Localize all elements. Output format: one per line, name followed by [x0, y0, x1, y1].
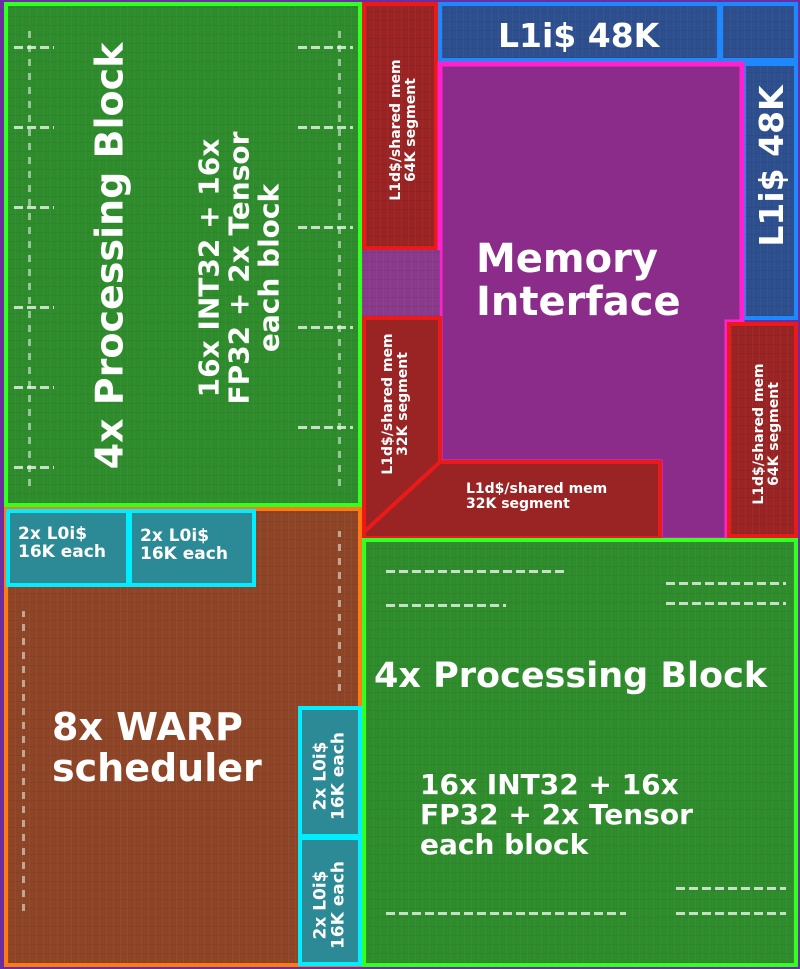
- texture-dash: [14, 206, 54, 209]
- l0i-label: 2x L0i$ 16K each: [310, 732, 349, 820]
- texture-dash: [14, 306, 54, 309]
- processing-block-right: 4x Processing Block 16x INT32 + 16x FP32…: [362, 538, 798, 967]
- processing-block-detail: 16x INT32 + 16x FP32 + 2x Tensor each bl…: [192, 131, 287, 405]
- l1d-label: L1d$/shared mem 32K segment: [379, 333, 411, 475]
- die-texture: [8, 6, 358, 503]
- l0i-cache-b: 2x L0i$ 16K each: [128, 509, 256, 587]
- texture-dash: [386, 604, 506, 607]
- l1d-shared-mem-64k-left: L1d$/shared mem 64K segment: [362, 2, 438, 250]
- l0i-label: 2x L0i$ 16K each: [18, 524, 106, 563]
- texture-dash: [14, 386, 54, 389]
- die-texture: [442, 6, 717, 58]
- texture-dash: [666, 602, 786, 605]
- die-texture: [366, 542, 794, 963]
- die-texture: [746, 66, 794, 316]
- texture-dash: [676, 887, 786, 890]
- l0i-label: 2x L0i$ 16K each: [140, 526, 228, 565]
- texture-dash: [298, 46, 353, 49]
- texture-dash: [298, 126, 353, 129]
- texture-dash: [298, 226, 353, 229]
- l1d-label: L1d$/shared mem 64K segment: [387, 59, 419, 201]
- l0i-label: 2x L0i$ 16K each: [310, 861, 349, 949]
- texture-dash: [14, 126, 54, 129]
- memory-interface-label: Memory Interface: [476, 236, 681, 326]
- l0i-cache-d: 2x L0i$ 16K each: [298, 836, 362, 966]
- l1i-label: L1i$ 48K: [498, 16, 660, 55]
- texture-dash: [666, 582, 786, 585]
- warp-scheduler-label: 8x WARP scheduler: [52, 705, 262, 791]
- texture-dash: [28, 26, 31, 486]
- die-texture: [723, 6, 794, 58]
- l1d-label: L1d$/shared mem 64K segment: [750, 363, 782, 505]
- texture-dash: [676, 912, 786, 915]
- die-texture: [731, 326, 794, 534]
- l1i-cache-corner: [719, 2, 798, 62]
- texture-dash: [386, 570, 566, 573]
- texture-dash: [298, 326, 353, 329]
- texture-dash: [386, 912, 626, 915]
- processing-block-detail: 16x INT32 + 16x FP32 + 2x Tensor each bl…: [420, 768, 693, 862]
- l1d-shared-mem-64k-right: L1d$/shared mem 64K segment: [727, 322, 798, 538]
- die-texture: [362, 250, 440, 316]
- l1d-label: L1d$/shared mem 32K segment: [466, 481, 608, 513]
- processing-block-title: 4x Processing Block: [87, 42, 132, 470]
- l1i-cache-right: L1i$ 48K: [742, 62, 798, 320]
- texture-dash: [338, 26, 341, 486]
- l0i-cache-c: 2x L0i$ 16K each: [298, 706, 362, 838]
- l1i-cache-top: L1i$ 48K: [438, 2, 721, 62]
- l0i-cache-a: 2x L0i$ 16K each: [6, 509, 130, 587]
- texture-dash: [338, 531, 341, 691]
- l1i-label: L1i$ 48K: [752, 85, 792, 247]
- die-texture: [366, 6, 434, 246]
- texture-dash: [14, 46, 54, 49]
- texture-dash: [14, 466, 54, 469]
- processing-block-title: 4x Processing Block: [374, 656, 768, 696]
- memory-interface-gap: [362, 250, 440, 316]
- texture-dash: [22, 611, 25, 911]
- processing-block-left: 4x Processing Block 16x INT32 + 16x FP32…: [4, 2, 362, 507]
- texture-dash: [298, 426, 353, 429]
